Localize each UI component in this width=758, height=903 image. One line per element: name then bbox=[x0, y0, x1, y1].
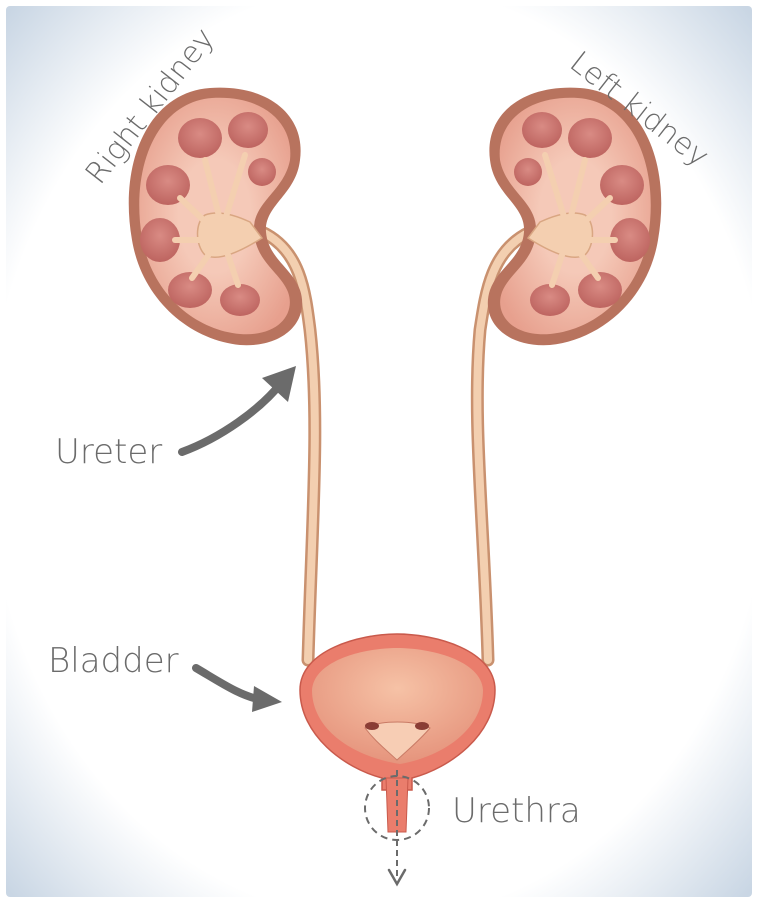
ureter-orifice-right bbox=[365, 722, 379, 730]
urethra-label: Urethra bbox=[452, 791, 581, 831]
bladder-label: Bladder bbox=[48, 641, 179, 681]
ureter-label: Ureter bbox=[55, 432, 162, 472]
ureter-orifice-left bbox=[415, 722, 429, 730]
